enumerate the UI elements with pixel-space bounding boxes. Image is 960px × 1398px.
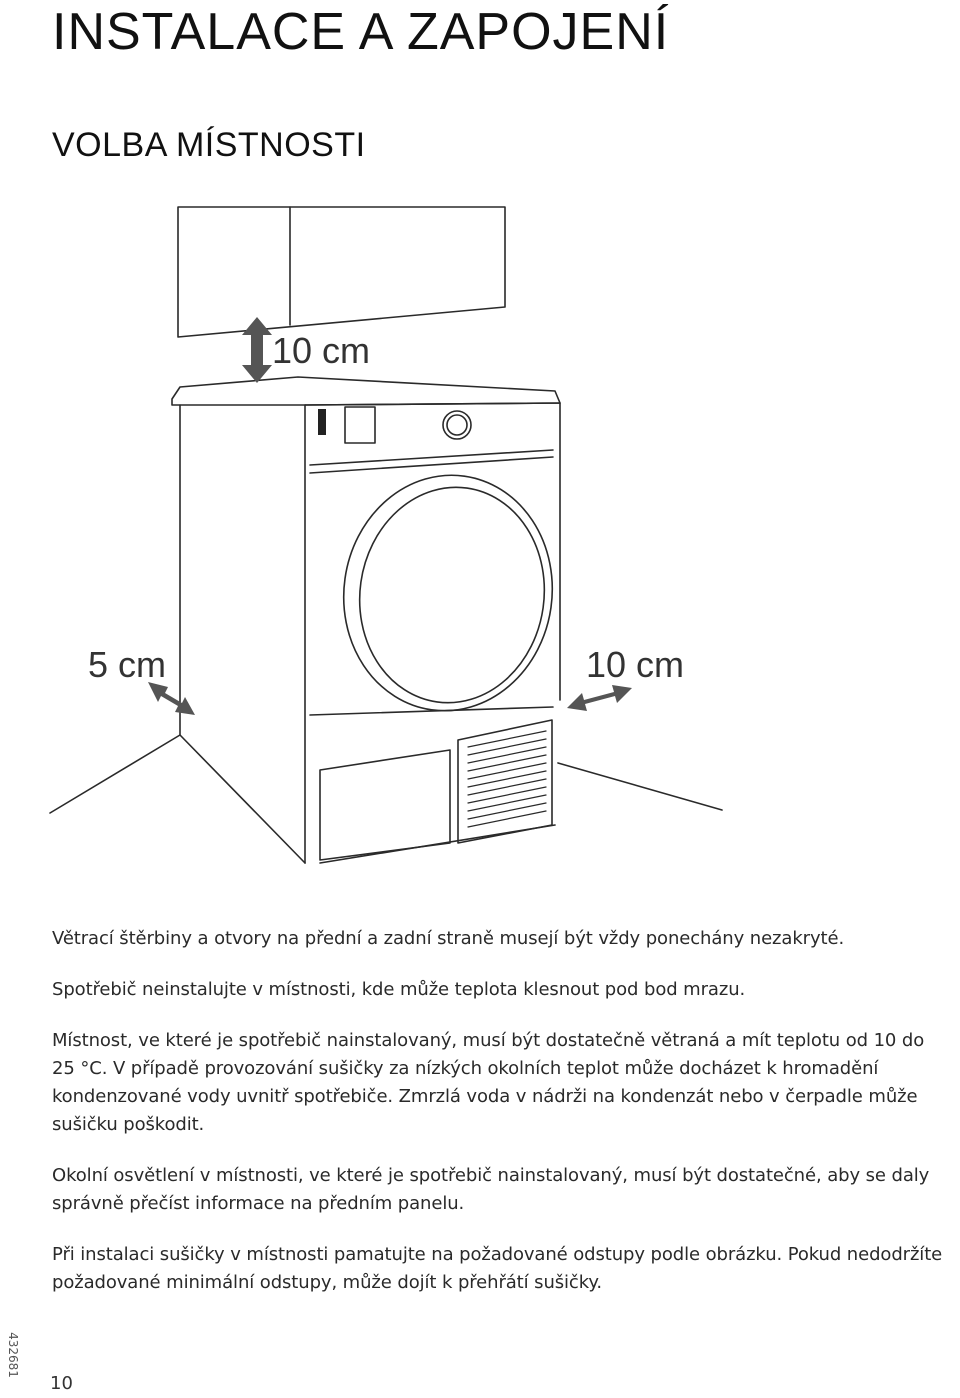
left-clearance-label: 5 cm xyxy=(88,644,166,685)
paragraph-temperature: Místnost, ve které je spotřebič nainstal… xyxy=(52,1030,925,1135)
paragraph-lighting: Okolní osvětlení v místnosti, ve které j… xyxy=(52,1165,930,1214)
top-clearance-arrow-icon xyxy=(242,317,272,383)
lower-panels-shape xyxy=(319,719,556,864)
control-panel-shape xyxy=(318,406,472,444)
wall-cabinet-shape xyxy=(177,206,506,338)
dryer-body-shape xyxy=(171,376,561,864)
vent-grille-shape xyxy=(467,730,547,828)
room-corner-shape xyxy=(49,734,723,814)
section-title: VOLBA MÍSTNOSTI xyxy=(52,126,366,164)
dryer-clearance-illustration: 10 cm 5 cm 10 cm xyxy=(49,206,723,864)
right-clearance-label: 10 cm xyxy=(586,644,684,685)
installation-diagram: 10 cm 5 cm 10 cm xyxy=(0,195,960,895)
document-code: 432681 xyxy=(5,1332,20,1378)
paragraph-ventilation: Větrací štěrbiny a otvory na přední a za… xyxy=(52,928,845,949)
page-number: 10 xyxy=(50,1373,73,1394)
page-title: INSTALACE A ZAPOJENÍ xyxy=(52,3,670,61)
body-text: Větrací štěrbiny a otvory na přední a za… xyxy=(52,925,952,1320)
paragraph-frost: Spotřebič neinstalujte v místnosti, kde … xyxy=(52,979,746,1000)
right-clearance-arrow-icon xyxy=(567,685,632,711)
left-clearance-arrow-icon xyxy=(148,682,195,715)
paragraph-clearances: Při instalaci sušičky v místnosti pamatu… xyxy=(52,1244,943,1293)
dryer-door-shape xyxy=(342,474,554,712)
top-clearance-label: 10 cm xyxy=(272,330,370,371)
